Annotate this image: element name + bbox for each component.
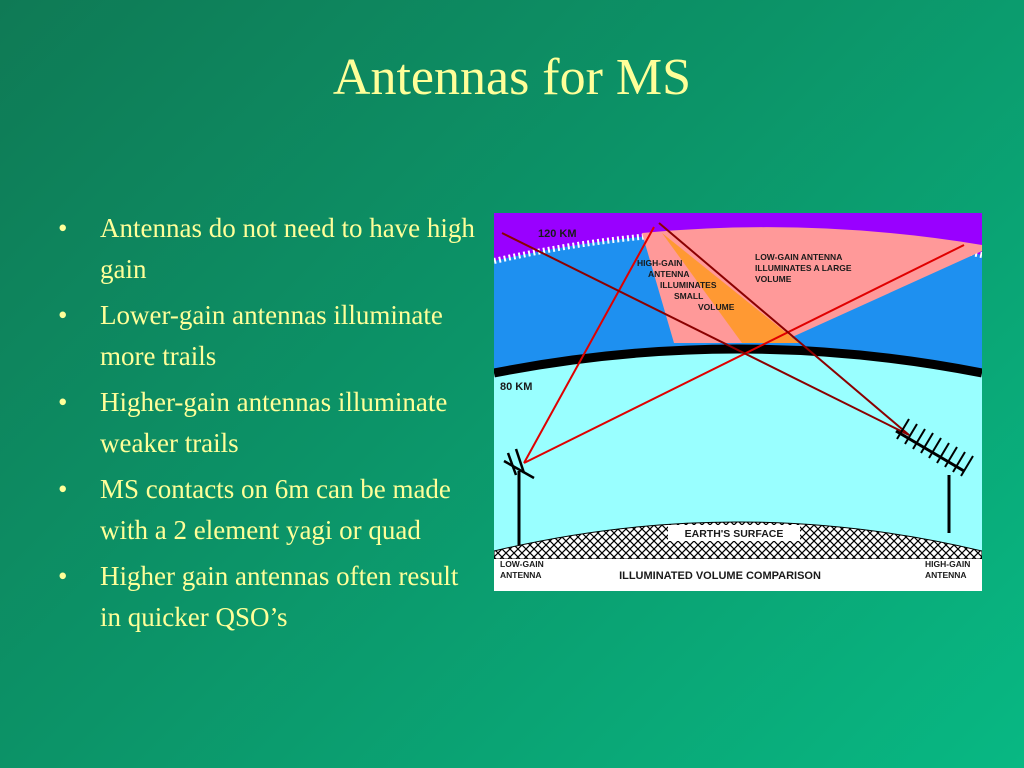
bullet-item: • Antennas do not need to have high gain	[56, 208, 481, 290]
high-gain-note-line: VOLUME	[698, 302, 735, 312]
illuminated-volume-diagram: 120 KM 80 KM HIGH-GAIN ANTENNA ILLUMINAT…	[494, 213, 982, 591]
high-gain-note-line: HIGH-GAIN	[637, 258, 682, 268]
bullet-list: •Antennas do not need to have high gain …	[56, 208, 481, 643]
diagram-svg: 120 KM 80 KM HIGH-GAIN ANTENNA ILLUMINAT…	[494, 213, 982, 591]
label-120km: 120 KM	[538, 228, 577, 240]
bullet-text: Lower-gain antennas illuminate more trai…	[100, 300, 443, 371]
bullet-dot: •	[58, 387, 68, 417]
high-gain-note-line: ILLUMINATES	[660, 280, 717, 290]
low-gain-beam-edge	[523, 226, 655, 464]
bullet-dot: •	[58, 474, 68, 504]
earth-surface-label-box	[668, 525, 800, 541]
low-gain-antenna-icon	[503, 448, 535, 545]
bullet-item: • Higher-gain antennas illuminate weaker …	[56, 382, 481, 464]
bullet-text: MS contacts on 6m can be made with a 2 e…	[100, 474, 451, 545]
right-antenna-label-line: HIGH-GAIN	[925, 559, 970, 569]
left-antenna-label-line: ANTENNA	[500, 570, 542, 580]
high-gain-note-line: ANTENNA	[648, 269, 690, 279]
bullet-dot: •	[58, 213, 68, 243]
caption-strip	[494, 559, 982, 591]
bullet-text: Antennas do not need to have high gain	[100, 213, 475, 284]
bullet-dot: •	[58, 300, 68, 330]
high-gain-beam-edge	[658, 222, 910, 436]
low-gain-note-line: VOLUME	[755, 274, 792, 284]
high-gain-volume	[662, 233, 799, 343]
high-gain-note-line: SMALL	[674, 291, 703, 301]
diagram-caption: ILLUMINATED VOLUME COMPARISON	[619, 570, 821, 582]
bullet-dot: •	[58, 561, 68, 591]
low-gain-note-line: LOW-GAIN ANTENNA	[755, 252, 842, 262]
bullet-item: • Higher gain antennas often result in qu…	[56, 556, 481, 638]
bullet-item: • Lower-gain antennas illuminate more tra…	[56, 295, 481, 377]
earth-surface-label: EARTH'S SURFACE	[685, 528, 784, 540]
label-80km: 80 KM	[500, 381, 532, 393]
left-antenna-label-line: LOW-GAIN	[500, 559, 544, 569]
low-gain-note-line: ILLUMINATES A LARGE	[755, 263, 852, 273]
bullet-text: Higher gain antennas often result in qui…	[100, 561, 459, 632]
high-gain-beam-edge	[501, 232, 910, 436]
slide-title: Antennas for MS	[332, 49, 692, 106]
bullet-text: Higher-gain antennas illuminate weaker t…	[100, 387, 448, 458]
right-antenna-label-line: ANTENNA	[925, 570, 967, 580]
high-gain-antenna-icon	[895, 418, 974, 533]
bullet-item: • MS contacts on 6m can be made with a 2 …	[56, 469, 481, 551]
